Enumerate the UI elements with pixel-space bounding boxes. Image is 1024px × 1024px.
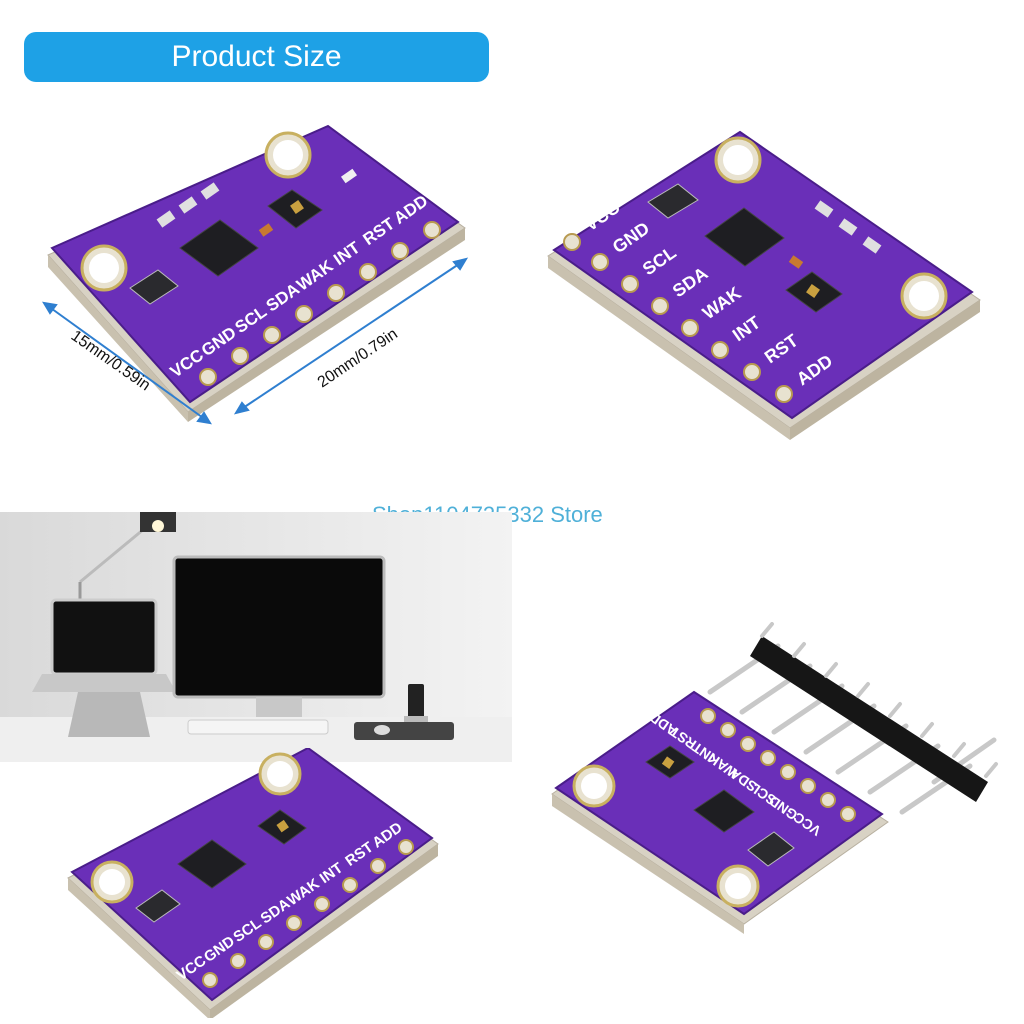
dimension-arrows <box>42 257 469 425</box>
product-size-banner: Product Size <box>24 32 489 82</box>
board-dimension-view: VCC GND SCL SDA WAK INT RST ADD 15mm/0.5… <box>42 124 469 425</box>
monitor-icon <box>172 555 386 699</box>
board-with-header-pins: ADD RST INT WAK SDA SCL GND VCC <box>551 622 998 934</box>
header-pins <box>707 622 998 815</box>
keyboard-icon <box>187 719 329 735</box>
board-angled-view: VCC GND SCL SDA WAK INT RST ADD <box>67 748 439 1018</box>
banner-title: Product Size <box>171 40 342 73</box>
length-dimension-label: 20mm/0.79in <box>315 325 401 391</box>
desk-scene-photo <box>0 512 512 762</box>
sensor-chip <box>179 219 259 277</box>
board-top-view: VCC GND SCL SDA WAK INT RST ADD <box>547 130 981 440</box>
laptop-icon <box>50 598 158 676</box>
